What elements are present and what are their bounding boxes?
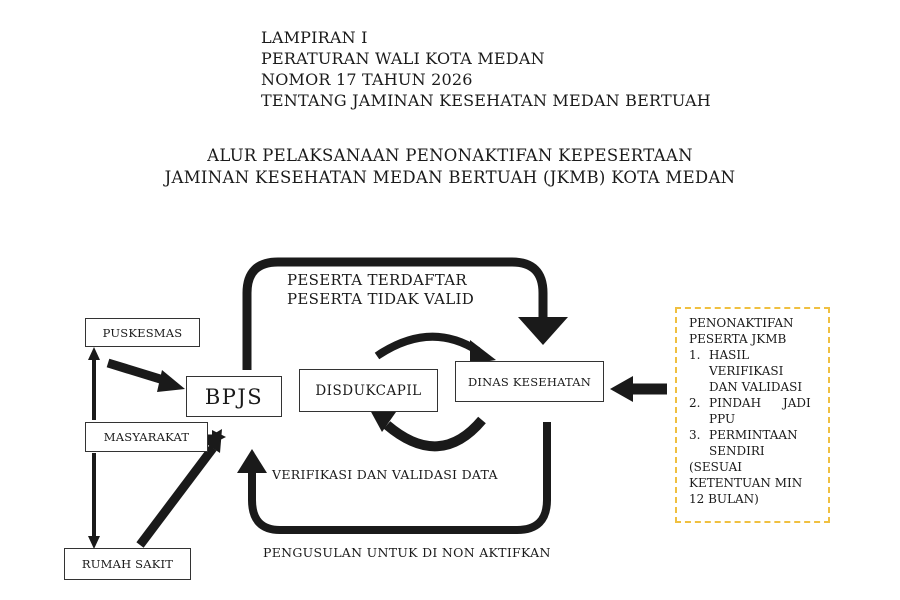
header-line-3: NOMOR 17 TAHUN 2026 bbox=[261, 70, 473, 89]
document-header: LAMPIRAN I PERATURAN WALI KOTA MEDAN NOM… bbox=[261, 27, 711, 111]
node-dinas-kesehatan-label: DINAS KESEHATAN bbox=[467, 374, 592, 389]
puskesmas-to-bpjs-arrowhead bbox=[157, 370, 185, 392]
side-note-item: 1. HASIL VERIFIKASI DAN VALIDASI bbox=[689, 347, 824, 395]
cycle-top-arrowhead bbox=[470, 340, 496, 364]
header-line-4: TENTANG JAMINAN KESEHATAN MEDAN BERTUAH bbox=[261, 91, 711, 110]
side-note-footnote-line-2: KETENTUAN MIN bbox=[689, 476, 803, 490]
side-note-item-text: PPU bbox=[709, 412, 736, 426]
side-note-list: 1. HASIL VERIFIKASI DAN VALIDASI 2. PIND… bbox=[689, 347, 824, 459]
side-note-title-line-2: PESERTA JKMB bbox=[689, 332, 787, 346]
cycle-bottom-arc bbox=[383, 416, 486, 452]
loop-top-arrowhead bbox=[518, 317, 568, 345]
side-note-item-number: 2. bbox=[689, 396, 701, 410]
node-rumah-sakit: RUMAH SAKIT bbox=[64, 548, 191, 580]
masyarakat-to-bpjs-arrowhead bbox=[212, 430, 226, 444]
rumahsakit-to-bpjs-line bbox=[136, 445, 217, 548]
flow-label-middle: VERIFIKASI DAN VALIDASI DATA bbox=[272, 467, 498, 482]
side-note-item-text: SENDIRI bbox=[709, 444, 765, 458]
side-note-item-number: 1. bbox=[689, 348, 701, 362]
side-note-title-line-1: PENONAKTIFAN bbox=[689, 316, 794, 330]
node-puskesmas: PUSKESMAS bbox=[85, 318, 200, 347]
note-to-dinkes-arrowhead bbox=[610, 376, 633, 402]
side-note-item-text: PINDAH JADI bbox=[709, 396, 811, 410]
node-puskesmas-label: PUSKESMAS bbox=[102, 325, 183, 340]
side-note-footnote-line-1: (SESUAI bbox=[689, 460, 743, 474]
diagram-title-line-2: JAMINAN KESEHATAN MEDAN BERTUAH (JKMB) K… bbox=[164, 168, 736, 187]
flow-label-bottom: PENGUSULAN UNTUK DI NON AKTIFKAN bbox=[263, 545, 551, 560]
masyarakat-puskesmas-arrowhead bbox=[88, 347, 100, 360]
cycle-top-arc bbox=[374, 332, 481, 360]
loop-bottom-arrowhead bbox=[237, 449, 267, 473]
loop-bottom-arrow-line bbox=[248, 422, 551, 534]
diagram-title-line-1: ALUR PELAKSANAAN PENONAKTIFAN KEPESERTAA… bbox=[207, 146, 693, 165]
node-masyarakat-label: MASYARAKAT bbox=[103, 430, 190, 444]
loop-top-arrow-line bbox=[242, 257, 548, 370]
side-note-item-text: VERIFIKASI bbox=[709, 364, 784, 378]
node-bpjs: BPJS bbox=[186, 376, 282, 417]
cycle-bottom-arrowhead bbox=[370, 410, 396, 432]
side-note-item-text: DAN VALIDASI bbox=[709, 380, 803, 394]
side-note-footnote-line-3: 12 BULAN) bbox=[689, 492, 759, 506]
masyarakat-rumahsakit-arrowhead bbox=[88, 536, 100, 549]
node-masyarakat: MASYARAKAT bbox=[85, 422, 208, 452]
puskesmas-to-bpjs-line bbox=[106, 358, 172, 387]
node-rumah-sakit-label: RUMAH SAKIT bbox=[81, 557, 174, 571]
node-disdukcapil: DISDUKCAPIL bbox=[299, 369, 438, 412]
side-note-box: PENONAKTIFAN PESERTA JKMB 1. HASIL VERIF… bbox=[675, 307, 830, 523]
header-line-2: PERATURAN WALI KOTA MEDAN bbox=[261, 49, 545, 68]
side-note-item: 3. PERMINTAAN SENDIRI bbox=[689, 427, 824, 459]
side-note-item-text: PERMINTAAN bbox=[709, 428, 798, 442]
header-line-1: LAMPIRAN I bbox=[261, 28, 368, 47]
flow-label-top-line-2: PESERTA TIDAK VALID bbox=[287, 290, 475, 308]
side-note-item-number: 3. bbox=[689, 428, 701, 442]
node-bpjs-label: BPJS bbox=[204, 384, 264, 409]
flow-label-top-line-1: PESERTA TERDAFTAR bbox=[287, 271, 468, 289]
side-note-item: 2. PINDAH JADI PPU bbox=[689, 395, 824, 427]
side-note-item-text: HASIL bbox=[709, 348, 750, 362]
node-disdukcapil-label: DISDUKCAPIL bbox=[315, 382, 422, 399]
node-dinas-kesehatan: DINAS KESEHATAN bbox=[455, 361, 604, 402]
